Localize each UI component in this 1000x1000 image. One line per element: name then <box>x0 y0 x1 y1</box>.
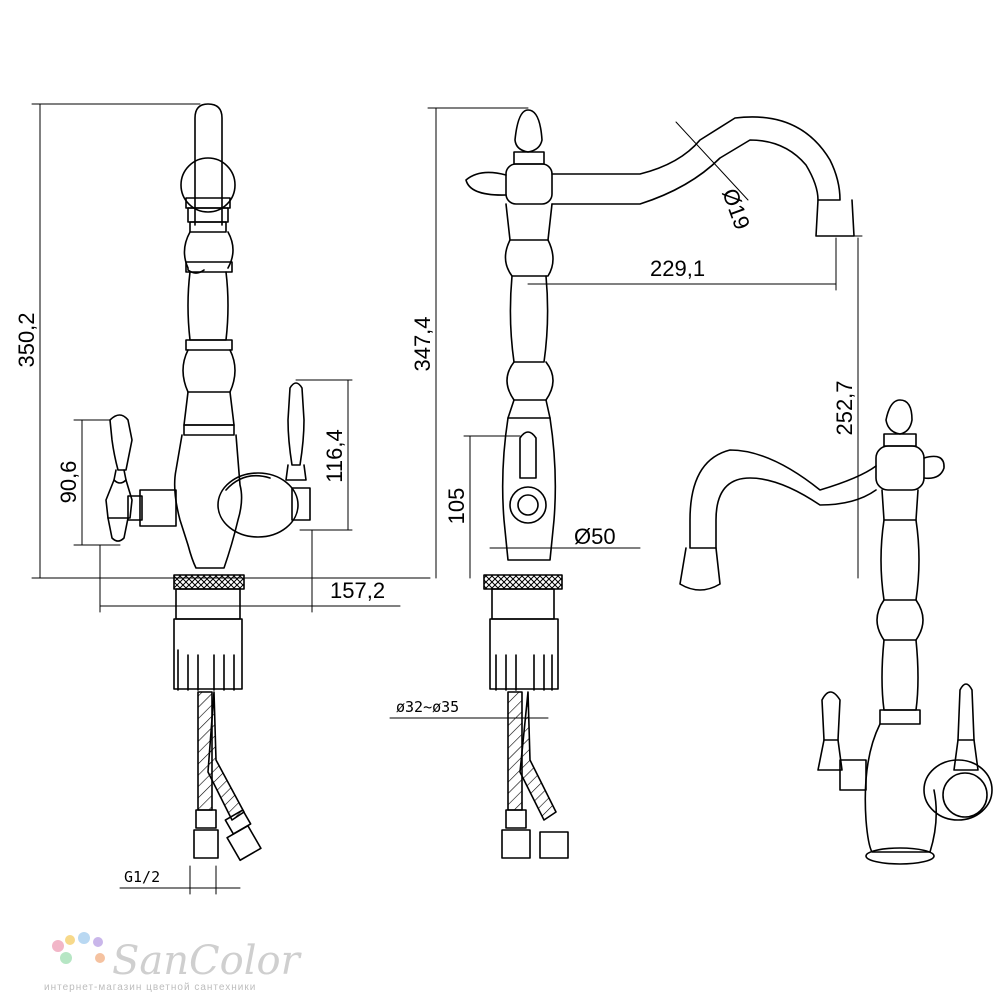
front-view <box>105 103 311 862</box>
logo-dot <box>65 935 75 945</box>
logo-dot <box>95 953 105 963</box>
dim-front-handle-height: 90,6 <box>56 461 81 504</box>
dim-hole-diameter: ø32~ø35 <box>396 698 459 716</box>
dimension-lines <box>31 103 863 895</box>
logo-name: SanColor <box>112 938 303 984</box>
dim-side-height: 347,4 <box>410 316 435 371</box>
dim-front-height: 350,2 <box>14 312 39 367</box>
dim-spout-reach: 229,1 <box>650 256 705 281</box>
dim-spout-height: 252,7 <box>832 380 857 435</box>
logo-dot <box>93 937 103 947</box>
dim-spout-diameter: Ø19 <box>717 185 755 233</box>
logo-dot <box>78 932 90 944</box>
logo-dots <box>52 932 105 964</box>
dim-front-right-handle-height: 116,4 <box>322 429 347 482</box>
logo-dot <box>60 952 72 964</box>
dim-thread: G1/2 <box>124 868 160 886</box>
logo-dot <box>52 940 64 952</box>
dim-side-handle-height: 105 <box>444 488 469 525</box>
side-view <box>465 109 855 859</box>
dim-front-width: 157,2 <box>330 578 385 603</box>
perspective-view <box>679 399 993 865</box>
logo-subtitle: интернет-магазин цветной сантехники <box>44 982 256 993</box>
dim-base-diameter: Ø50 <box>574 524 616 549</box>
sancolor-logo: SanColor интернет-магазин цветной сантех… <box>44 932 303 993</box>
